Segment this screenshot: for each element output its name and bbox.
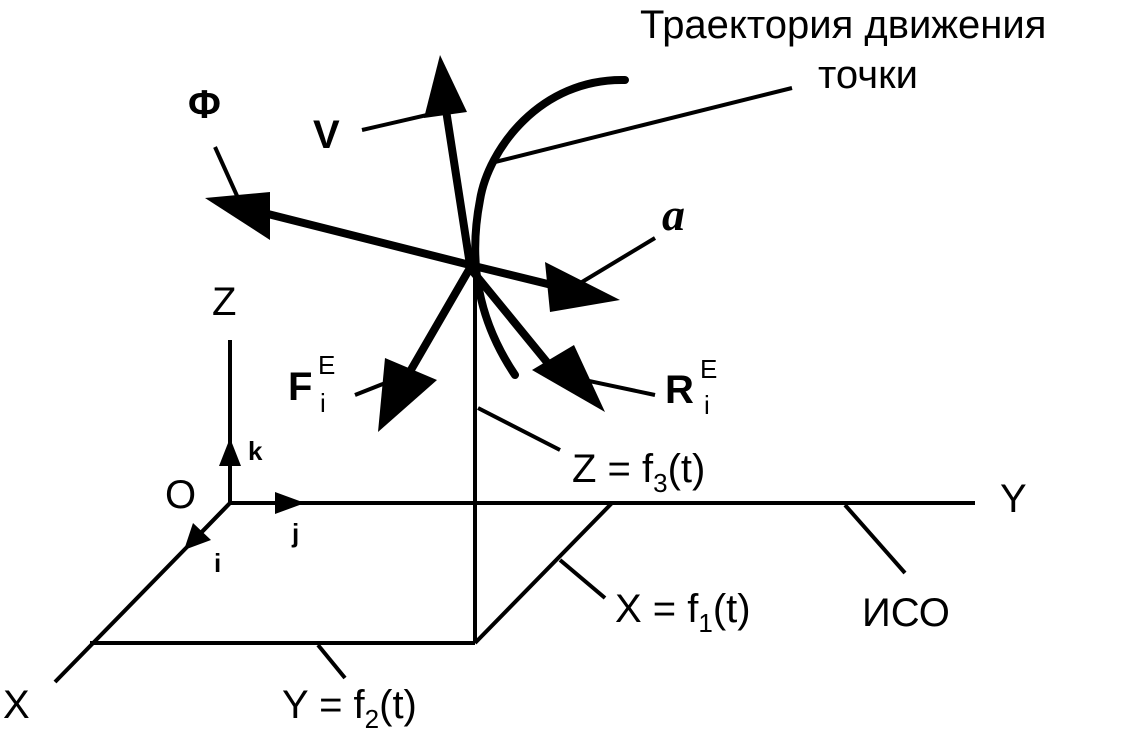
z-equation: Z = f3(t) <box>572 447 705 498</box>
projection-line-side <box>473 501 614 645</box>
trajectory-label-line1: Траектория движения <box>640 3 1046 47</box>
z-eq-leader <box>477 406 561 452</box>
z-axis-label: Z <box>212 280 236 324</box>
iso-label: ИСО <box>862 591 950 635</box>
inertia-force-vector <box>205 192 474 269</box>
unit-vector-k <box>219 438 241 503</box>
y-equation: Y = f2(t) <box>282 683 417 734</box>
x-equation: X = f1(t) <box>615 587 751 638</box>
r-label-main: R <box>665 368 694 412</box>
y-axis-label: Y <box>1000 477 1027 521</box>
trajectory-leader <box>494 86 793 164</box>
origin-label: O <box>165 473 196 517</box>
f-label-sub: i <box>320 388 326 418</box>
unit-j-label: j <box>291 518 299 548</box>
iso-leader <box>843 503 907 575</box>
x-eq-leader <box>558 558 607 600</box>
v-leader <box>361 110 441 132</box>
unit-vector-j <box>230 492 305 514</box>
unit-i-label: i <box>214 548 221 578</box>
trajectory-curve <box>471 75 629 379</box>
velocity-vector <box>424 55 474 269</box>
f-label-sup: E <box>318 350 335 380</box>
phi-label: Φ <box>188 83 221 127</box>
a-label: a <box>662 189 685 240</box>
r-leader <box>574 376 656 397</box>
phi-leader <box>213 146 240 199</box>
v-label: V <box>313 113 340 157</box>
unit-vector-i <box>184 501 232 550</box>
acceleration-vector <box>466 261 620 312</box>
r-label-sub: i <box>704 390 710 420</box>
unit-k-label: k <box>248 436 263 466</box>
a-leader <box>580 236 657 284</box>
f-leader <box>354 376 399 397</box>
y-eq-leader <box>316 643 347 680</box>
x-axis-label: X <box>3 683 30 727</box>
r-label-sup: E <box>700 354 717 384</box>
external-force-vector <box>378 264 474 432</box>
f-label-main: F <box>288 365 312 409</box>
reaction-force-vector <box>466 264 605 412</box>
trajectory-label-line2: точки <box>818 53 918 97</box>
